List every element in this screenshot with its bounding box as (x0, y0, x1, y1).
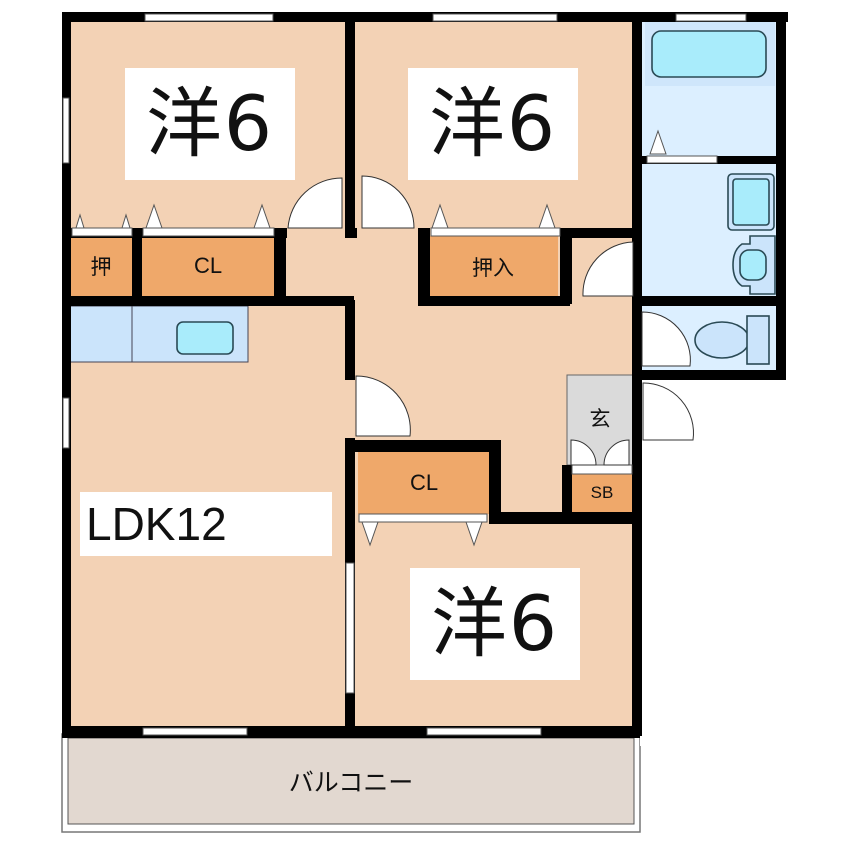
storage-areas (70, 236, 632, 514)
swing-doors (287, 175, 694, 466)
storage-label-shoe-box: SB (590, 483, 614, 502)
kitchen-sink-icon (176, 321, 234, 355)
room-label-ldk: LDK12 (80, 492, 332, 556)
windows (62, 13, 747, 736)
storage-label-closet-2: CL (409, 470, 439, 495)
fixtures (176, 30, 776, 365)
room-label-western-1: 洋6 (125, 68, 295, 180)
closet-doors (71, 129, 718, 547)
room-label-western-2: 洋6 (408, 68, 578, 180)
balcony-label: バルコニー (288, 768, 414, 797)
balcony (61, 733, 641, 833)
storage-label-oshi: 押 (90, 255, 112, 279)
room-label-western-3: 洋6 (410, 568, 580, 680)
storage-label-oshiire: 押入 (472, 256, 514, 280)
entrance-label: 玄 (589, 407, 611, 431)
toilet-icon (694, 315, 770, 365)
storage-label-closet-1: CL (193, 253, 223, 278)
bathtub-icon (651, 30, 767, 78)
